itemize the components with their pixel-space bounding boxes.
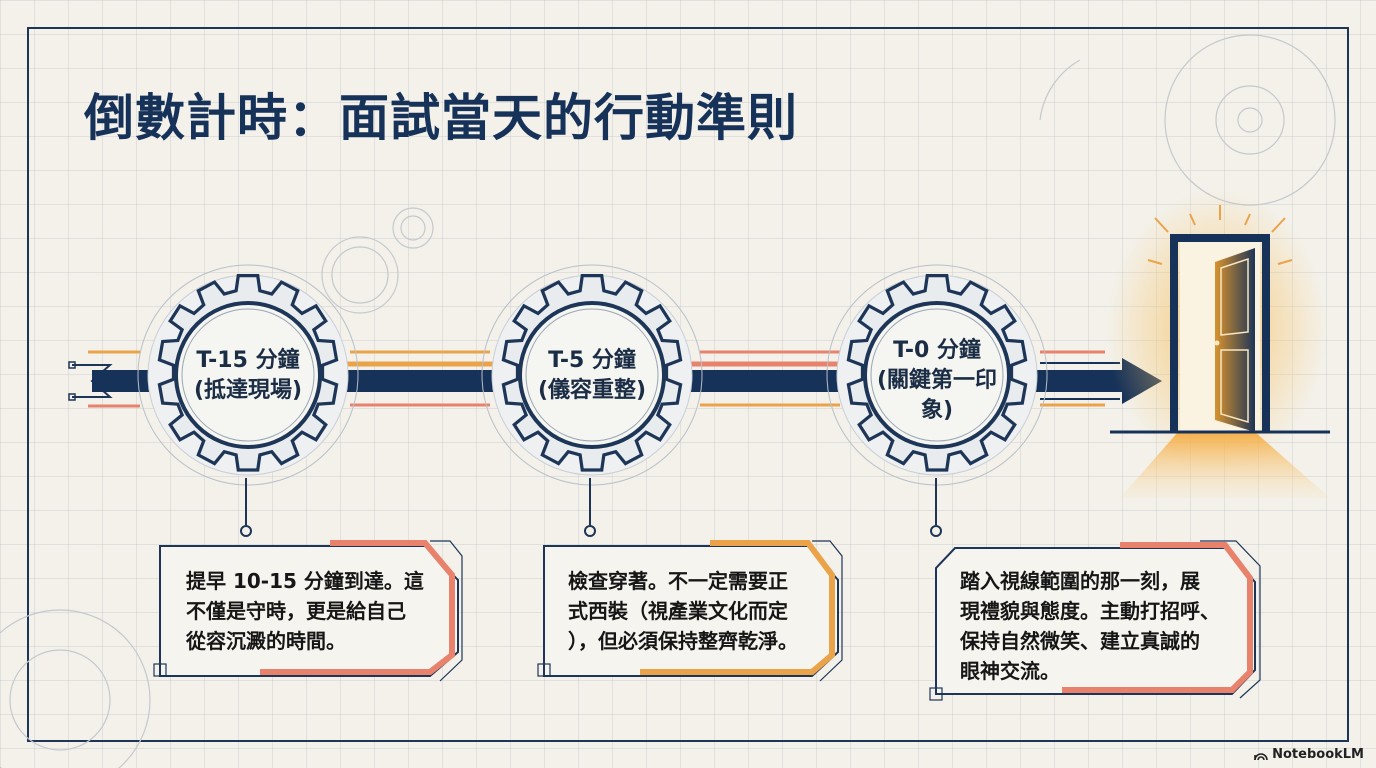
step-1-subtitle: (抵達現場) — [193, 378, 303, 403]
open-door-icon — [1107, 190, 1330, 498]
description-line: ），但必須保持整齊乾淨。 — [568, 629, 798, 653]
step-3-subtitle-cont: 象) — [920, 398, 954, 423]
description-line: 提早 10-15 分鐘到達。這 — [186, 569, 424, 593]
description-line: 式西裝（視產業文化而定 — [568, 599, 788, 623]
step-3-time: T-0 分鐘 — [893, 338, 981, 363]
description-line: 檢查穿著。不一定需要正 — [568, 569, 788, 593]
brand-label: NotebookLM — [1272, 747, 1364, 762]
description-line: 現禮貌與態度。主動打招呼、 — [960, 599, 1220, 623]
page-title: 倒數計時：面試當天的行動準則 — [84, 89, 798, 147]
brand-watermark: NotebookLM — [1254, 747, 1364, 762]
notebooklm-logo-icon — [1254, 752, 1268, 760]
step-1-label: T-15 分鐘 (抵達現場) — [173, 346, 323, 406]
description-line: 保持自然微笑、建立真誠的 — [960, 629, 1200, 653]
step-2-description: 檢查穿著。不一定需要正 式西裝（視產業文化而定 ），但必須保持整齊乾淨。 — [568, 566, 798, 656]
card-frame-2 — [537, 540, 843, 682]
description-line: 從容沉澱的時間。 — [186, 629, 346, 653]
step-1-description: 提早 10-15 分鐘到達。這 不僅是守時，更是給自己 從容沉澱的時間。 — [186, 566, 424, 656]
card-frame-3 — [929, 540, 1261, 701]
description-line: 不僅是守時，更是給自己 — [186, 599, 406, 623]
step-3-subtitle: (關鍵第一印 — [876, 368, 998, 393]
card-frame-1 — [153, 540, 463, 682]
step-3-description: 踏入視線範圍的那一刻，展 現禮貌與態度。主動打招呼、 保持自然微笑、建立真誠的 … — [960, 566, 1220, 686]
description-line: 踏入視線範圍的那一刻，展 — [960, 569, 1200, 593]
description-line: 眼神交流。 — [960, 659, 1060, 683]
background-gear-decoration — [0, 34, 1336, 768]
step-3-label: T-0 分鐘 (關鍵第一印 象) — [862, 336, 1012, 426]
step-1-time: T-15 分鐘 — [196, 348, 300, 373]
blueprint-frame — [27, 27, 1349, 742]
step-2-time: T-5 分鐘 — [548, 348, 636, 373]
step-2-label: T-5 分鐘 (儀容重整) — [517, 346, 667, 406]
step-2-subtitle: (儀容重整) — [537, 378, 647, 403]
